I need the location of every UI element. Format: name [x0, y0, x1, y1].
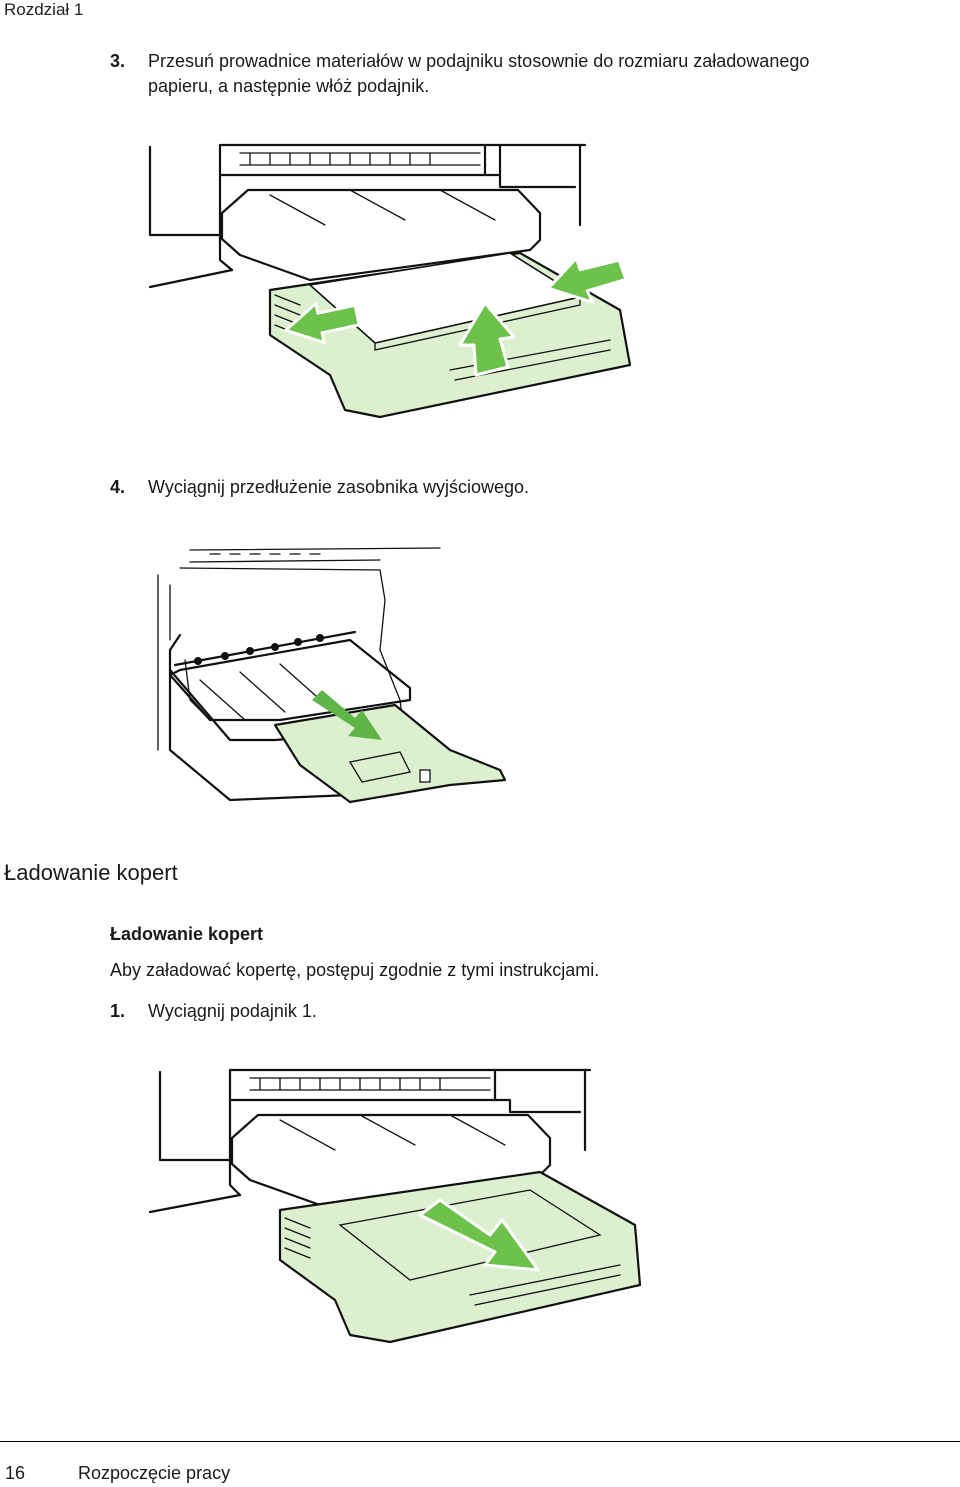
step-3: 3. Przesuń prowadnice materiałów w podajn…: [110, 49, 950, 99]
left-arrow-right-guide: [546, 256, 628, 304]
pull-out-arrow: [418, 1198, 540, 1272]
step-4: 4. Wyciągnij przedłużenie zasobnika wyjśc…: [110, 475, 529, 500]
step-text: Wyciągnij przedłużenie zasobnika wyjścio…: [148, 477, 530, 497]
output-extension-illustration: [157, 547, 507, 804]
rollers: [194, 634, 324, 665]
footer-rule: [0, 1441, 960, 1442]
step-text: Przesuń prowadnice materiałów w podajnik…: [148, 51, 810, 71]
vent-slots: [249, 152, 431, 166]
step-number: 1.: [110, 1001, 126, 1021]
step-number: 4.: [110, 477, 126, 497]
step-number: 3.: [110, 51, 126, 71]
adjust-paper-guides-illustration: [148, 143, 632, 419]
right-arrow-left-guide: [284, 301, 361, 345]
pull-tray-illustration: [148, 1068, 642, 1344]
hp-logo-icon: [419, 769, 431, 783]
envelope-step-1: 1. Wyciągnij podajnik 1.: [110, 999, 317, 1024]
subsection-heading: Ładowanie kopert: [110, 924, 264, 944]
section-heading: Ładowanie kopert: [4, 860, 178, 885]
intro-text: Aby załadować kopertę, postępuj zgodnie …: [110, 960, 600, 980]
tray-vents: [284, 1217, 311, 1259]
tray-vents: [274, 294, 301, 336]
step-text-continued: papieru, a następnie włóż podajnik.: [148, 76, 430, 96]
vent-slots: [259, 1077, 441, 1091]
pull-arrow: [312, 690, 382, 740]
chapter-header: Rozdział 1: [4, 0, 84, 19]
footer-chapter-title: Rozpoczęcie pracy: [78, 1463, 231, 1483]
step-text: Wyciągnij podajnik 1.: [148, 1001, 317, 1021]
up-arrow-front-guide: [458, 301, 516, 377]
page-number: 16: [5, 1463, 26, 1483]
